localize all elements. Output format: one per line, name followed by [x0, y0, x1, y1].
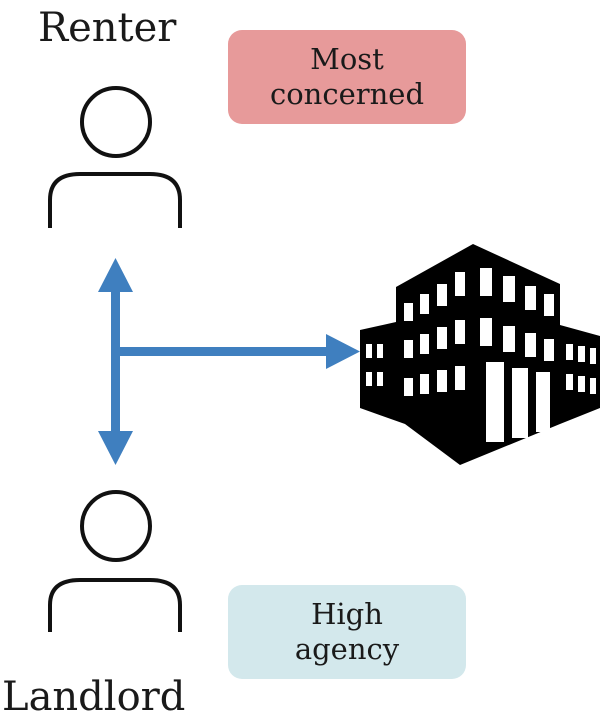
- badge-line-2: concerned: [269, 77, 425, 111]
- up-arrowhead: [98, 258, 133, 292]
- badge-line-1: High: [311, 597, 383, 632]
- badge-line-1: Most: [310, 42, 384, 77]
- down-arrowhead: [98, 431, 133, 465]
- landlord-label: Landlord: [2, 674, 186, 720]
- horizontal-arrow-shaft: [120, 347, 330, 356]
- vertical-arrow-shaft: [111, 284, 120, 432]
- most-concerned-badge: Most concerned: [228, 30, 466, 124]
- badge-line-2: agency: [294, 632, 400, 666]
- right-arrowhead: [326, 334, 360, 369]
- renter-label: Renter: [38, 5, 177, 51]
- high-agency-badge: High agency: [228, 585, 466, 679]
